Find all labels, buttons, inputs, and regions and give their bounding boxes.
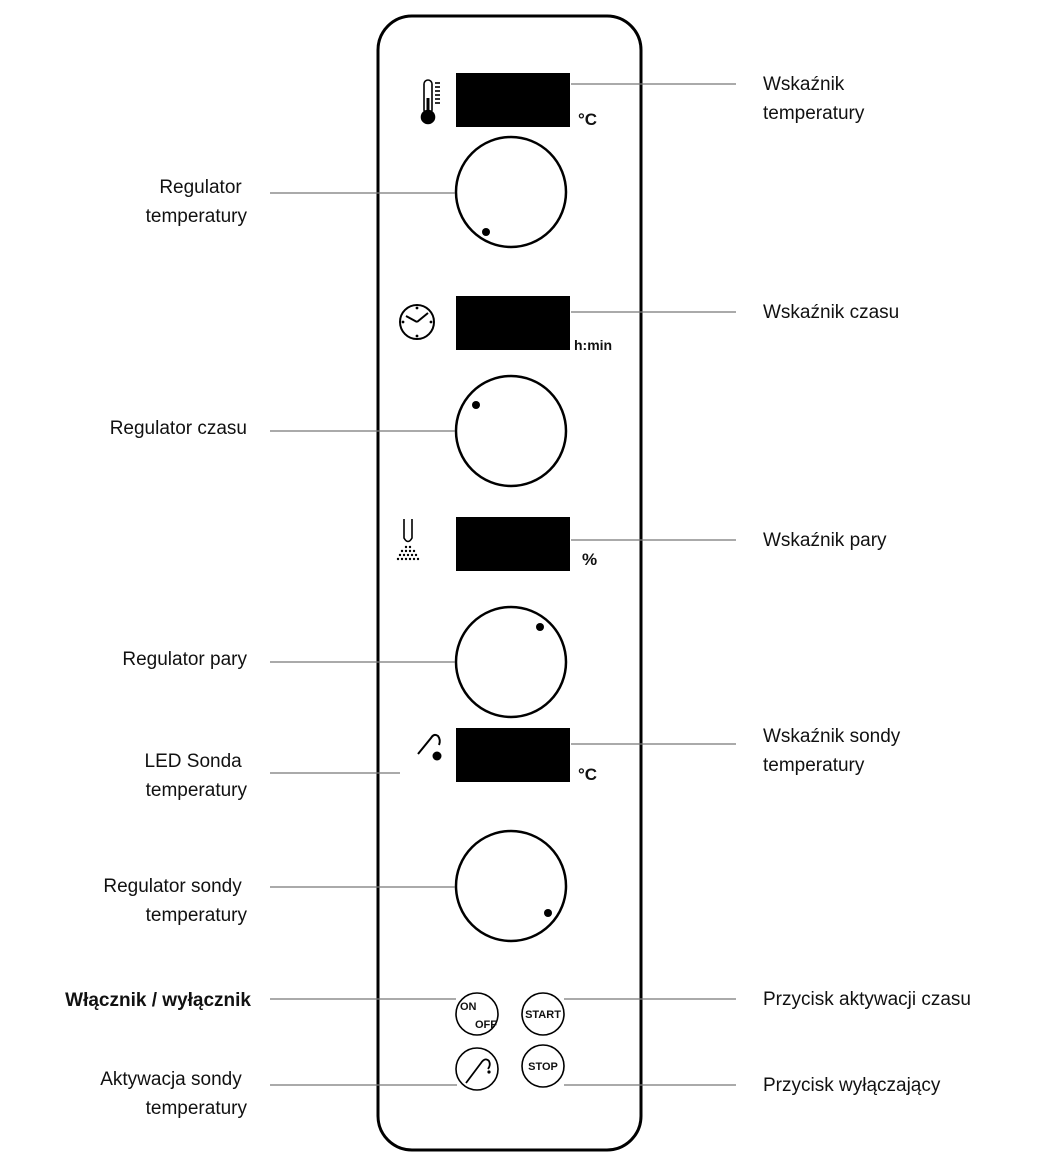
clock-icon <box>399 304 435 340</box>
label-temperature-indicator: Wskaźnik temperatury <box>763 74 865 124</box>
leader-lines <box>270 83 736 1086</box>
label-stop-button: Przycisk wyłączający <box>763 1075 941 1096</box>
steam-knob[interactable] <box>454 605 568 719</box>
label-steam-indicator: Wskaźnik pary <box>763 530 887 551</box>
probe-activation-button[interactable] <box>455 1047 499 1091</box>
temperature-knob[interactable] <box>454 135 568 249</box>
steam-dot <box>412 557 416 561</box>
left-labels: Regulator temperatury Regulator czasu Re… <box>65 177 251 1119</box>
steam-dot <box>408 549 412 553</box>
on-label: ON <box>460 1001 477 1013</box>
label-time-regulator: Regulator czasu <box>110 418 247 439</box>
core-probe-icon <box>417 733 442 761</box>
core-probe-icon <box>465 1058 491 1084</box>
probe-knob[interactable] <box>454 829 568 943</box>
panel-frame <box>376 14 643 1152</box>
label-time-indicator: Wskaźnik czasu <box>763 302 899 323</box>
label-power-switch: Włącznik / wyłącznik <box>65 990 251 1011</box>
steam-dot <box>408 557 412 561</box>
start-label: START <box>525 1009 561 1021</box>
time-unit: h:min <box>574 337 612 353</box>
steam-dot <box>416 557 420 561</box>
time-display <box>456 296 570 350</box>
steam-dot <box>414 553 418 557</box>
steam-dot <box>404 545 408 549</box>
label-probe-activation: Aktywacja sondy temperatury <box>100 1069 247 1119</box>
steam-display <box>456 517 570 571</box>
steam-dot <box>396 557 400 561</box>
stop-label: STOP <box>528 1061 558 1073</box>
steam-dot <box>400 549 404 553</box>
time-knob[interactable] <box>454 374 568 488</box>
thermometer-icon <box>420 79 440 125</box>
steam-dot <box>404 549 408 553</box>
steam-dot <box>406 553 410 557</box>
steam-unit: % <box>582 550 597 569</box>
off-label: OFF <box>475 1019 497 1031</box>
probe-display <box>456 728 570 782</box>
temperature-unit: °C <box>578 110 597 129</box>
start-button[interactable]: START <box>521 992 565 1036</box>
label-time-activation-button: Przycisk aktywacji czasu <box>763 989 971 1010</box>
label-probe-led: LED Sonda temperatury <box>145 751 248 801</box>
steam-dot <box>402 553 406 557</box>
temperature-display <box>456 73 570 127</box>
label-temperature-regulator: Regulator temperatury <box>146 177 248 227</box>
steam-dot <box>408 545 412 549</box>
steam-dot <box>398 553 402 557</box>
label-probe-regulator: Regulator sondy temperatury <box>103 876 247 926</box>
steam-dot <box>412 549 416 553</box>
steam-icon <box>396 519 420 561</box>
on-off-button[interactable]: ON OFF <box>455 992 499 1036</box>
steam-dot <box>404 557 408 561</box>
probe-unit: °C <box>578 765 597 784</box>
steam-dot <box>400 557 404 561</box>
steam-dot <box>410 553 414 557</box>
label-steam-regulator: Regulator pary <box>122 649 247 670</box>
label-probe-indicator: Wskaźnik sondy temperatury <box>763 726 906 776</box>
stop-button[interactable]: STOP <box>521 1044 565 1088</box>
right-labels: Wskaźnik temperatury Wskaźnik czasu Wska… <box>763 74 971 1096</box>
